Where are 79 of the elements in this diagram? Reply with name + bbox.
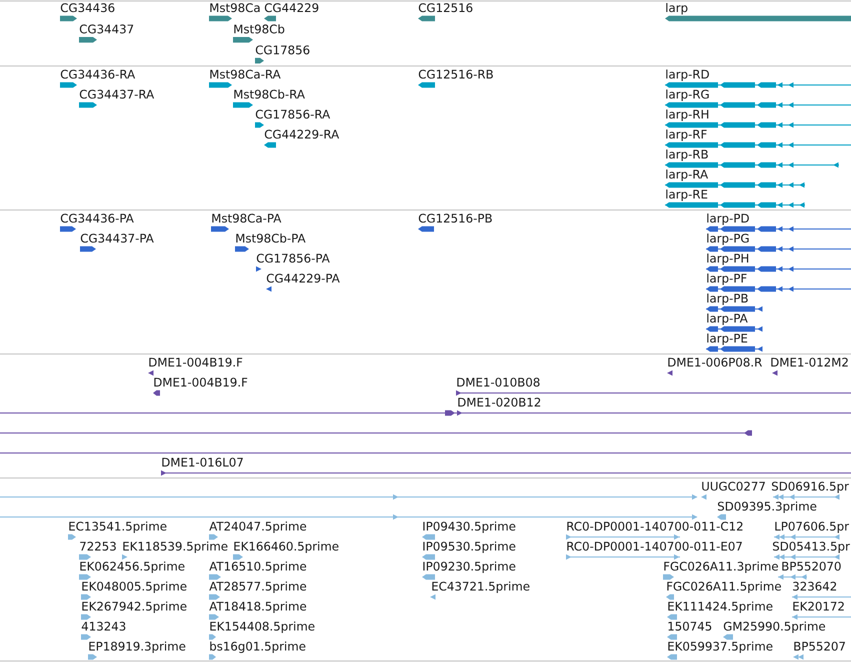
feature-label: RC0-DP0001-140700-011-C12 bbox=[567, 522, 742, 531]
feature-label: UUGC0277 bbox=[702, 482, 765, 491]
feature-label: EC43721.5prime bbox=[432, 582, 530, 593]
feature-label: EK048005.5prime bbox=[82, 582, 186, 593]
feature-label: Mst98Ca-RA bbox=[210, 70, 281, 79]
feature-label: SD06916.5pr bbox=[772, 482, 849, 493]
feature-label: CG34437 bbox=[80, 24, 134, 34]
feature-label: DME1-010B08 bbox=[457, 378, 540, 387]
feature-label: CG34437-PA bbox=[80, 234, 154, 243]
feature-label: EK111424.5prime bbox=[668, 602, 772, 613]
feature-label: BP552070 bbox=[782, 562, 841, 571]
feature-label: larp-RB bbox=[666, 150, 708, 161]
feature-label: larp-PF bbox=[707, 274, 747, 285]
feature-label: larp-RA bbox=[666, 170, 708, 181]
feature-label: DME1-004B19.F bbox=[149, 358, 242, 367]
feature-label: larp-PA bbox=[707, 314, 748, 325]
feature-label: 150745 bbox=[668, 622, 712, 631]
feature-label: larp-RD bbox=[666, 70, 709, 81]
feature-label: 413243 bbox=[82, 622, 126, 631]
feature-label: Mst98Ca-PA bbox=[212, 214, 282, 223]
feature-label: DME1-012M2 bbox=[771, 358, 848, 367]
feature-label: 323642 bbox=[793, 582, 836, 591]
feature-label: Mst98Cb-PA bbox=[236, 234, 306, 243]
feature-label: CG44229 bbox=[264, 3, 318, 12]
feature-label: CG44229-RA bbox=[264, 130, 340, 139]
feature-label: AT28577.5prime bbox=[209, 582, 306, 593]
feature-label: larp-PH bbox=[707, 254, 748, 265]
feature-label: EK059937.5prime bbox=[668, 642, 772, 653]
feature-label: CG12516 bbox=[418, 3, 472, 12]
feature-label: larp-RH bbox=[666, 110, 708, 121]
feature-label: Mst98Cb-RA bbox=[234, 90, 305, 99]
feature-label: SD05413.5pr bbox=[772, 542, 850, 553]
feature-label: EP18919.3prime bbox=[89, 642, 186, 653]
feature-label: EK062456.5prime bbox=[80, 562, 184, 573]
feature-label: FGC026A11.5prime bbox=[667, 582, 781, 593]
feature-label: AT24047.5prime bbox=[209, 522, 306, 533]
feature-label: CG44229-PA bbox=[266, 274, 340, 283]
feature-label: GM25990.5prime bbox=[724, 622, 826, 633]
feature-label: SD09395.3prime bbox=[718, 502, 816, 513]
feature-label: larp bbox=[666, 3, 688, 14]
feature-label: IP09530.5prime bbox=[423, 542, 516, 553]
feature-label: IP09430.5prime bbox=[423, 522, 516, 533]
feature-label: DME1-016L07 bbox=[162, 458, 243, 467]
feature-label: CG34436-RA bbox=[60, 70, 136, 79]
feature-label: RC0-DP0001-140700-011-E07 bbox=[567, 542, 742, 551]
feature-label: DME1-004B19.F bbox=[154, 378, 248, 387]
feature-label: CG17856-PA bbox=[256, 254, 330, 263]
feature-label: larp-PB bbox=[707, 294, 748, 305]
feature-label: AT16510.5prime bbox=[209, 562, 306, 573]
feature-label: EK154408.5prime bbox=[210, 622, 314, 633]
feature-label: CG34437-RA bbox=[80, 90, 154, 99]
feature-label: BP55207 bbox=[794, 642, 845, 651]
feature-label: EC13541.5prime bbox=[69, 522, 166, 533]
feature-label: larp-RF bbox=[666, 130, 707, 141]
feature-label: CG17856-RA bbox=[256, 110, 330, 119]
feature-label: EK267942.5prime bbox=[82, 602, 186, 613]
feature-label: larp-PE bbox=[707, 334, 748, 345]
feature-label: bs16g01.5prime bbox=[210, 642, 306, 653]
feature-label: IP09230.5prime bbox=[423, 562, 516, 573]
feature-label: larp-PD bbox=[707, 214, 749, 225]
feature-label: CG17856 bbox=[256, 45, 310, 54]
feature-label: EK166460.5prime bbox=[234, 542, 338, 553]
feature-label: CG34436 bbox=[60, 3, 114, 12]
feature-label: CG12516-RB bbox=[418, 70, 493, 79]
feature-label: EK118539.5prime bbox=[123, 542, 228, 553]
feature-label: LP07606.5pr bbox=[775, 522, 849, 533]
feature-label: AT18418.5prime bbox=[209, 602, 306, 613]
feature-label: Mst98Cb bbox=[234, 24, 284, 34]
feature-label: CG34436-PA bbox=[60, 214, 134, 223]
feature-label: DME1-020B12 bbox=[458, 398, 540, 407]
feature-label: Mst98Ca bbox=[210, 3, 260, 12]
feature-label: larp-RG bbox=[666, 90, 709, 101]
feature-label: DME1-006P08.R bbox=[668, 358, 762, 367]
feature-label: EK20172 bbox=[793, 602, 844, 611]
feature-label: larp-RE bbox=[666, 190, 708, 201]
feature-label: FGC026A11.3prime bbox=[664, 562, 778, 573]
feature-label: 72253 bbox=[80, 542, 116, 551]
feature-label: larp-PG bbox=[707, 234, 749, 245]
feature-label: CG12516-PB bbox=[418, 214, 492, 223]
